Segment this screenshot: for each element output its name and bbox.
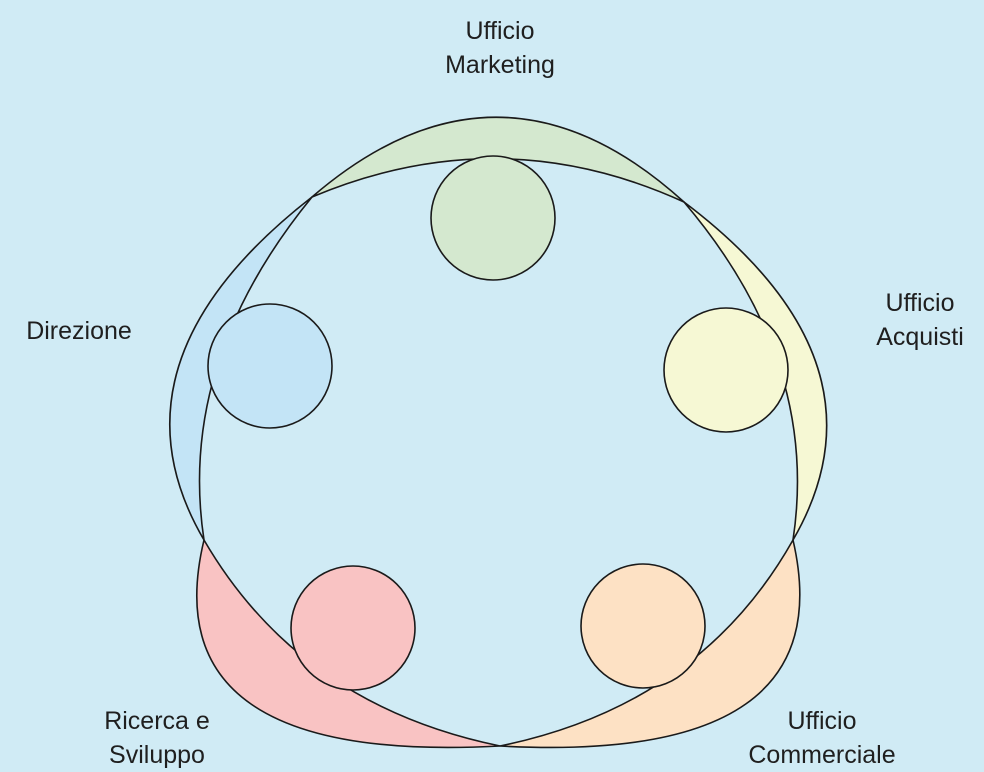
label-commerciale-line2: Commerciale: [742, 738, 902, 772]
label-marketing: Ufficio Marketing: [425, 14, 575, 82]
acquisti-head: [664, 308, 788, 432]
commerciale-head: [581, 564, 705, 688]
label-marketing-line2: Marketing: [425, 48, 575, 82]
label-direzione: Direzione: [4, 314, 154, 348]
label-commerciale: Ufficio Commerciale: [742, 704, 902, 772]
label-marketing-line1: Ufficio: [425, 14, 575, 48]
label-acquisti: Ufficio Acquisti: [856, 286, 984, 354]
label-ricerca-line1: Ricerca e: [82, 704, 232, 738]
label-direzione-line1: Direzione: [4, 314, 154, 348]
label-ricerca: Ricerca e Sviluppo: [82, 704, 232, 772]
label-acquisti-line1: Ufficio: [856, 286, 984, 320]
label-acquisti-line2: Acquisti: [856, 320, 984, 354]
direzione-head: [208, 304, 332, 428]
marketing-head: [431, 156, 555, 280]
label-commerciale-line1: Ufficio: [742, 704, 902, 738]
label-ricerca-line2: Sviluppo: [82, 738, 232, 772]
ricerca-head: [291, 566, 415, 690]
